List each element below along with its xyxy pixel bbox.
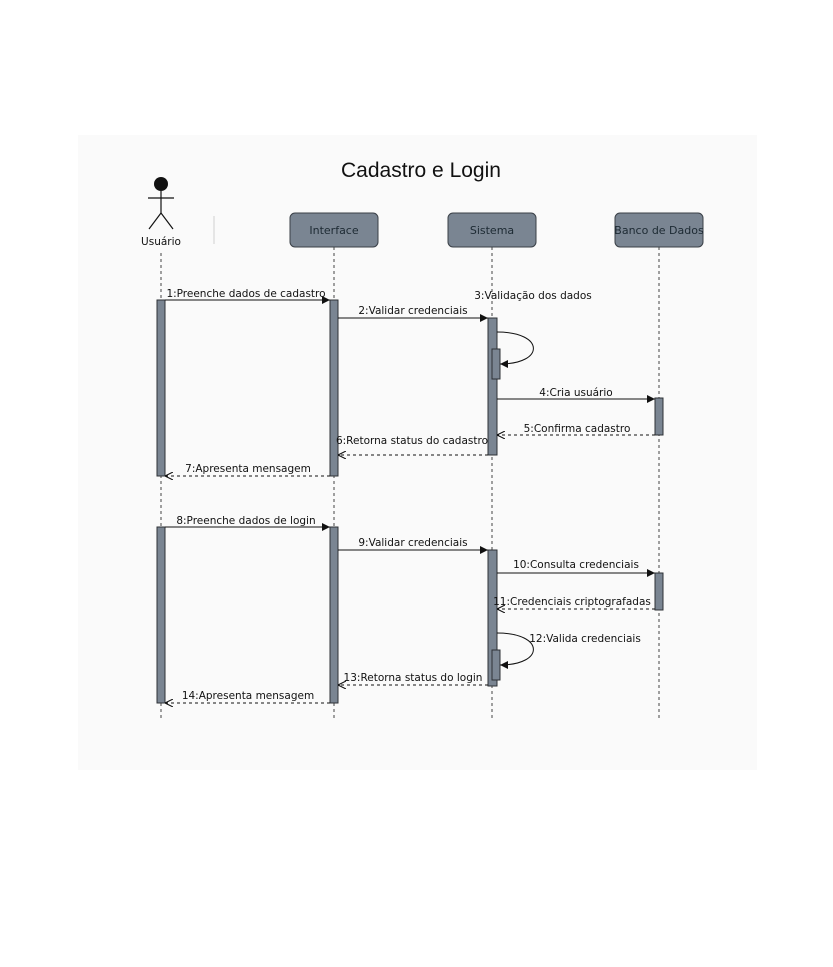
message-label: 4:Cria usuário bbox=[539, 387, 612, 399]
message-label: 5:Confirma cadastro bbox=[524, 423, 631, 435]
participant-label: Banco de Dados bbox=[614, 224, 704, 237]
message-5: 5:Confirma cadastro bbox=[497, 423, 655, 435]
self-message-arrow bbox=[496, 331, 534, 368]
participant-sistema: Sistema bbox=[447, 212, 537, 248]
message-4: 4:Cria usuário bbox=[497, 387, 655, 403]
message-label: 9:Validar credenciais bbox=[358, 537, 467, 549]
message-label: 10:Consulta credenciais bbox=[513, 559, 639, 571]
activation-bar bbox=[491, 348, 501, 380]
message-8: 8:Preenche dados de login bbox=[165, 515, 330, 531]
activation-bar bbox=[654, 572, 664, 611]
message-label: 1:Preenche dados de cadastro bbox=[166, 288, 325, 300]
message-label: 2:Validar credenciais bbox=[358, 305, 467, 317]
message-label: 6:Retorna status do cadastro bbox=[336, 435, 488, 447]
message-3: 3:Validação dos dados bbox=[474, 290, 592, 368]
participant-interface: Interface bbox=[289, 212, 379, 248]
message-label: 12:Valida credenciais bbox=[529, 633, 641, 645]
message-9: 9:Validar credenciais bbox=[338, 537, 488, 554]
participant-label: Interface bbox=[309, 224, 358, 237]
self-message-arrow bbox=[496, 632, 534, 669]
actor-label: Usuário bbox=[141, 236, 181, 248]
activation-bar bbox=[487, 317, 498, 456]
message-11: 11:Credenciais criptografadas bbox=[493, 596, 655, 609]
message-14: 14:Apresenta mensagem bbox=[165, 690, 330, 703]
activation-bar bbox=[156, 526, 166, 704]
message-label: 8:Preenche dados de login bbox=[176, 515, 315, 527]
participant-box bbox=[614, 212, 704, 248]
message-label: 13:Retorna status do login bbox=[344, 672, 483, 684]
message-7: 7:Apresenta mensagem bbox=[165, 463, 330, 476]
participant-box bbox=[447, 212, 537, 248]
message-12: 12:Valida credenciais bbox=[496, 632, 641, 669]
message-label: 7:Apresenta mensagem bbox=[185, 463, 311, 475]
participant-box bbox=[289, 212, 379, 248]
message-10: 10:Consulta credenciais bbox=[497, 559, 655, 577]
message-label: 3:Validação dos dados bbox=[474, 290, 591, 302]
actor-usuario: Usuário bbox=[141, 177, 181, 248]
diagram-title: Cadastro e Login bbox=[341, 159, 501, 182]
activation-bar bbox=[329, 299, 339, 477]
message-label: 11:Credenciais criptografadas bbox=[493, 596, 651, 608]
activation-bar bbox=[487, 549, 498, 687]
activation-bar bbox=[156, 299, 166, 477]
actor-head-icon bbox=[154, 177, 168, 191]
message-13: 13:Retorna status do login bbox=[338, 672, 488, 685]
activation-bar bbox=[654, 397, 664, 436]
participant-banco-de-dados: Banco de Dados bbox=[614, 212, 704, 248]
message-label: 14:Apresenta mensagem bbox=[182, 690, 314, 702]
activation-bar bbox=[329, 526, 339, 704]
activation-bar bbox=[491, 649, 501, 681]
actor-right-leg-icon bbox=[160, 212, 174, 230]
actor-left-leg-icon bbox=[148, 212, 162, 230]
message-1: 1:Preenche dados de cadastro bbox=[165, 288, 330, 304]
participant-label: Sistema bbox=[470, 224, 514, 237]
message-6: 6:Retorna status do cadastro bbox=[336, 435, 488, 455]
message-2: 2:Validar credenciais bbox=[338, 305, 488, 322]
